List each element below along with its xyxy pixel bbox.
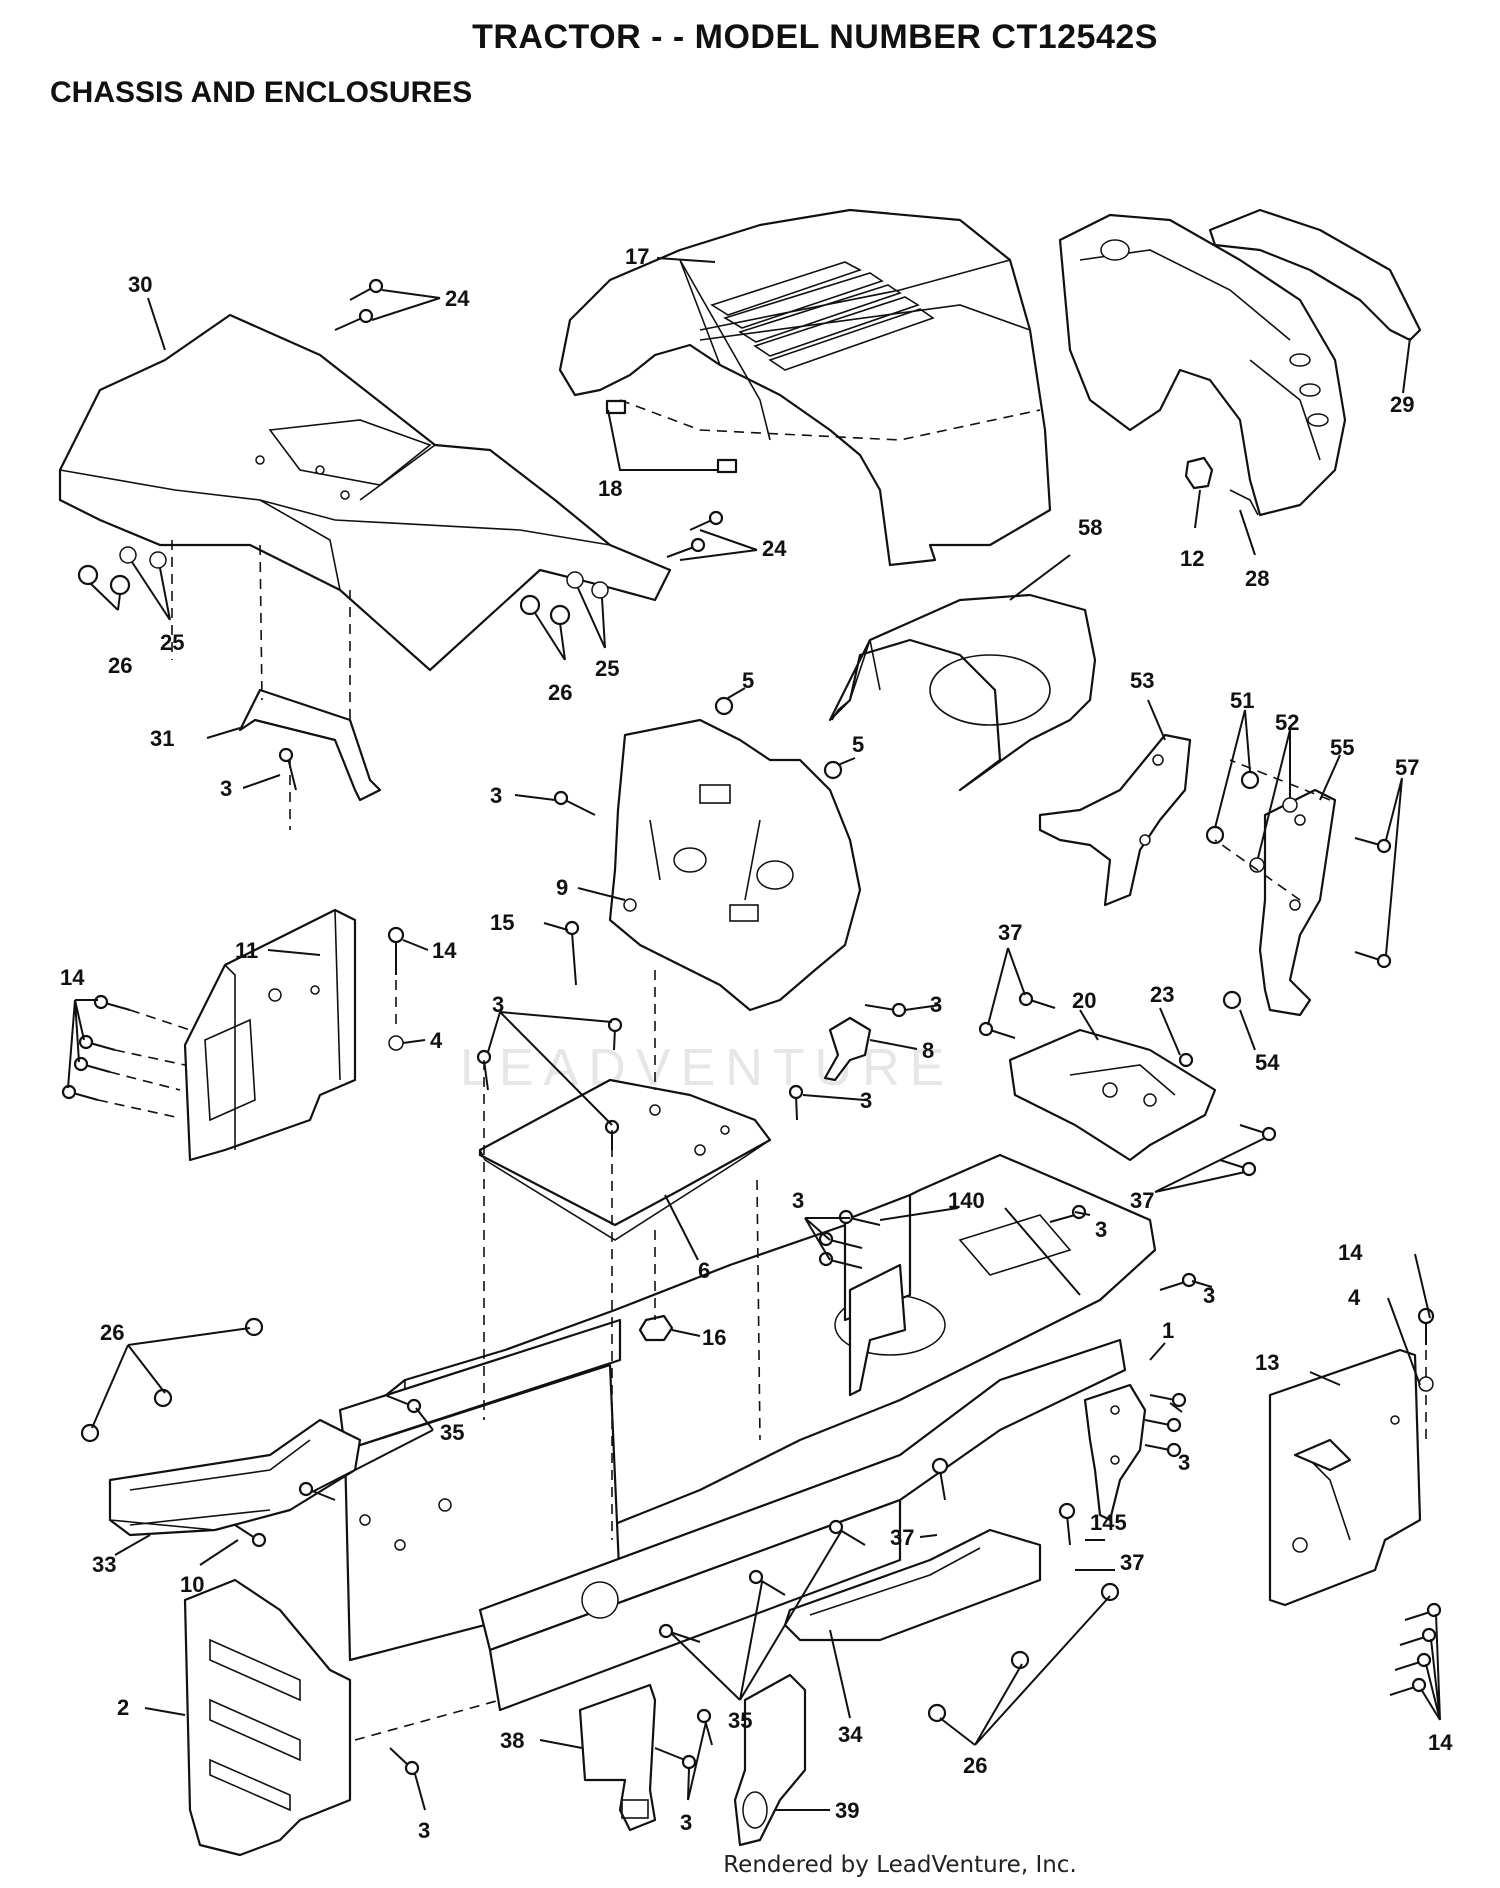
callout-14: 14 [1428,1730,1453,1755]
callout-38: 38 [500,1728,524,1753]
callout-18: 18 [598,476,622,501]
callout-34: 34 [838,1722,863,1747]
callout-26: 26 [548,680,572,705]
callout-14: 14 [1338,1240,1363,1265]
callout-37: 37 [1130,1188,1154,1213]
callout-3: 3 [860,1088,872,1113]
leader-lines [67,257,1441,1811]
callout-4: 4 [430,1028,443,1053]
front-plate [183,1578,352,1857]
callout-35: 35 [440,1420,464,1445]
callout-10: 10 [180,1572,204,1597]
callout-2: 2 [117,1695,129,1720]
callout-3: 3 [220,776,232,801]
hood [558,208,1052,567]
left-footrest [108,1418,362,1537]
callout-25: 25 [160,630,184,655]
clip [1184,456,1214,490]
bracket [1008,1028,1217,1162]
bracket-39 [733,1673,807,1847]
dash [608,718,862,1012]
left-side-panel [183,908,357,1162]
callout-13: 13 [1255,1350,1279,1375]
callout-16: 16 [702,1325,726,1350]
callout-24: 24 [445,286,470,311]
callout-30: 30 [128,272,152,297]
page-title: TRACTOR - - MODEL NUMBER CT12542S [472,18,1158,56]
callout-14: 14 [60,965,85,990]
callout-3: 3 [680,1810,692,1835]
callout-3: 3 [1203,1283,1215,1308]
callout-58: 58 [1078,515,1102,540]
callout-5: 5 [852,732,864,757]
right-frame-rail [478,1338,1127,1712]
footer-credit: Rendered by LeadVenture, Inc. [723,1852,1077,1878]
callout-14: 14 [432,938,457,963]
callout-57: 57 [1395,755,1419,780]
callout-28: 28 [1245,566,1269,591]
callout-31: 31 [150,726,174,751]
callout-3: 3 [1178,1450,1190,1475]
callout-23: 23 [1150,982,1174,1007]
callout-51: 51 [1230,688,1254,713]
callout-9: 9 [556,875,568,900]
callout-26: 26 [108,653,132,678]
callout-37: 37 [1120,1550,1144,1575]
clamp [823,1016,872,1082]
mounting-plate [478,1078,772,1241]
callout-33: 33 [92,1552,116,1577]
callout-54: 54 [1255,1050,1280,1075]
callout-24: 24 [762,536,787,561]
callout-labels: 30 24 17 29 18 24 12 28 58 26 25 26 25 5… [60,244,1453,1843]
callout-26: 26 [963,1753,987,1778]
assembly-lines [97,540,1427,1741]
callout-25: 25 [595,656,619,681]
callout-3: 3 [490,783,502,808]
hood-bumpers [605,399,738,474]
callout-37: 37 [890,1525,914,1550]
callout-5: 5 [742,668,754,693]
front-brace [1083,1383,1147,1522]
callout-3: 3 [418,1818,430,1843]
callout-53: 53 [1130,668,1154,693]
callout-26: 26 [100,1320,124,1345]
callout-3: 3 [792,1188,804,1213]
front-nose-housing [1058,213,1347,517]
callout-12: 12 [1180,546,1204,571]
callout-6: 6 [698,1258,710,1283]
callout-35: 35 [728,1708,752,1733]
right-footrest [783,1528,1042,1642]
rear-fender [58,313,672,672]
callout-145: 145 [1090,1510,1127,1535]
right-side-panel [1268,1348,1422,1607]
callout-20: 20 [1072,988,1096,1013]
bracket-38 [578,1683,657,1832]
callout-29: 29 [1390,392,1414,417]
section-title: CHASSIS AND ENCLOSURES [50,76,473,109]
callout-39: 39 [835,1798,859,1823]
frame-bracket [848,1263,907,1397]
bracket-53 [1038,733,1192,907]
callout-3: 3 [1095,1217,1107,1242]
callout-3: 3 [930,992,942,1017]
callout-52: 52 [1275,710,1299,735]
callout-8: 8 [922,1038,934,1063]
callout-140: 140 [948,1188,985,1213]
bracket-31 [238,688,382,802]
callout-15: 15 [490,910,514,935]
grille [1208,208,1422,342]
callout-17: 17 [625,244,649,269]
bracket-55 [1258,788,1337,1017]
callout-11: 11 [235,938,258,963]
callout-1: 1 [1162,1318,1174,1343]
callout-37: 37 [998,920,1022,945]
callout-3: 3 [492,992,504,1017]
dash-panel [828,593,1097,792]
nut-16 [638,1314,674,1342]
callout-55: 55 [1330,735,1354,760]
callout-4: 4 [1348,1285,1361,1310]
